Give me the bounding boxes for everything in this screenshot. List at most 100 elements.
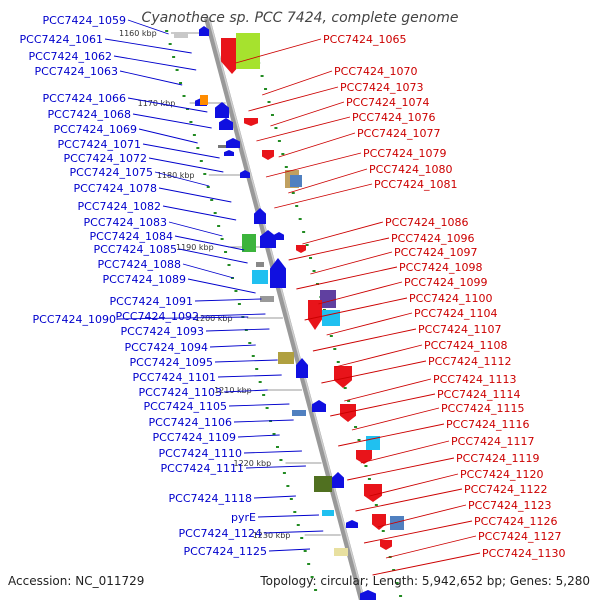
gene-label-right: PCC7424_1113	[433, 373, 516, 386]
scale-mark-label: 1210 kbp	[214, 386, 252, 395]
gene-block	[252, 270, 268, 284]
tick-dot	[206, 186, 210, 188]
scale-mark-label: 1160 kbp	[119, 29, 157, 38]
genome-backbone	[204, 17, 365, 601]
gene-label-right: PCC7424_1098	[399, 261, 482, 274]
tick-dot	[185, 108, 189, 110]
gene-leader	[168, 221, 223, 237]
gene-label-right: PCC7424_1079	[363, 147, 446, 160]
gene-label-left: PCC7424_1059	[43, 14, 126, 27]
tick-dot	[275, 446, 279, 448]
tick-dot	[293, 511, 297, 513]
tick-dot	[314, 589, 318, 591]
tick-dot	[224, 251, 228, 253]
gene-leader	[253, 495, 296, 499]
tick-dot	[172, 56, 176, 58]
gene-arrow	[340, 404, 356, 422]
tick-dot	[203, 173, 207, 175]
gene-leader	[248, 86, 339, 112]
gene-label-right: PCC7424_1126	[474, 515, 557, 528]
tick-dot	[333, 348, 337, 350]
gene-arrow	[274, 232, 284, 240]
gene-arrow	[244, 118, 258, 126]
tick-dot	[347, 400, 351, 402]
gene-arrow	[296, 245, 306, 253]
gene-leader	[104, 38, 192, 54]
tick-dot	[277, 140, 281, 142]
gene-leader	[138, 128, 198, 144]
gene-leader	[338, 423, 445, 447]
gene-leader	[372, 552, 481, 576]
tick-dot	[295, 205, 299, 207]
tick-dot	[367, 478, 371, 480]
gene-leader	[162, 205, 237, 221]
gene-label-right: PCC7424_1117	[451, 435, 534, 448]
gene-label-right: PCC7424_1114	[437, 388, 520, 401]
gene-label-right: PCC7424_1108	[424, 339, 507, 352]
tick-dot	[279, 459, 283, 461]
gene-arrow	[356, 450, 372, 464]
gene-leader	[274, 183, 373, 209]
gene-block	[236, 33, 260, 69]
gene-label-left: PCC7424_1093	[121, 325, 204, 338]
gene-block	[390, 516, 404, 530]
tick-dot	[272, 433, 276, 435]
gene-label-right: PCC7424_1070	[334, 65, 417, 78]
gene-leader	[355, 488, 463, 512]
gene-leader	[257, 514, 319, 518]
tick-dot	[248, 342, 252, 344]
gene-arrow	[226, 138, 240, 148]
scale-mark-label: 1200 kbp	[195, 314, 233, 323]
tick-dot	[284, 166, 288, 168]
gene-label-left: PCC7424_1082	[78, 200, 161, 213]
gene-leader	[351, 407, 440, 431]
gene-block	[320, 290, 336, 308]
gene-block	[334, 548, 348, 556]
gene-label-left: PCC7424_1078	[74, 182, 157, 195]
gene-block	[218, 145, 226, 148]
gene-leader	[217, 374, 282, 378]
gene-label-right: PCC7424_1073	[340, 81, 423, 94]
gene-leader	[182, 263, 234, 279]
gene-leader	[330, 393, 436, 417]
gene-leader	[187, 278, 256, 294]
gene-arrow	[364, 484, 382, 502]
gene-leader	[265, 152, 362, 178]
gene-block	[292, 410, 306, 416]
tick-dot	[217, 225, 221, 227]
gene-label-left: PCC7424_1066	[43, 92, 126, 105]
gene-block	[278, 352, 294, 364]
tick-dot	[270, 114, 274, 116]
gene-label-right: PCC7424_1086	[385, 216, 468, 229]
tick-dot	[264, 88, 268, 90]
gene-leader	[243, 450, 302, 454]
gene-leader	[278, 132, 356, 158]
gene-label-left: pyrE	[231, 511, 256, 524]
scale-mark-label: 1230 kbp	[253, 531, 291, 540]
gene-leader	[209, 344, 256, 348]
gene-leader	[256, 116, 351, 142]
tick-dot	[291, 192, 295, 194]
tick-dot	[182, 95, 186, 97]
gene-label-left: PCC7424_1083	[84, 216, 167, 229]
gene-arrow	[260, 230, 276, 248]
gene-label-left: PCC7424_1106	[149, 416, 232, 429]
gene-label-left: PCC7424_1061	[20, 33, 103, 46]
gene-arrow	[240, 170, 250, 178]
tick-dot	[251, 355, 255, 357]
topology-summary: Topology: circular; Length: 5,942,652 bp…	[260, 574, 590, 588]
gene-label-right: PCC7424_1119	[456, 452, 539, 465]
gene-label-right: PCC7424_1097	[394, 246, 477, 259]
gene-leader	[158, 187, 232, 203]
tick-dot	[196, 147, 200, 149]
gene-arrow	[199, 26, 209, 36]
gene-arrow	[360, 590, 376, 600]
gene-arrow	[270, 258, 286, 288]
tick-dot	[255, 368, 259, 370]
tick-dot	[305, 244, 309, 246]
gene-block	[314, 476, 332, 492]
tick-dot	[237, 303, 241, 305]
tick-dot	[310, 576, 314, 578]
gene-leader	[369, 473, 459, 497]
